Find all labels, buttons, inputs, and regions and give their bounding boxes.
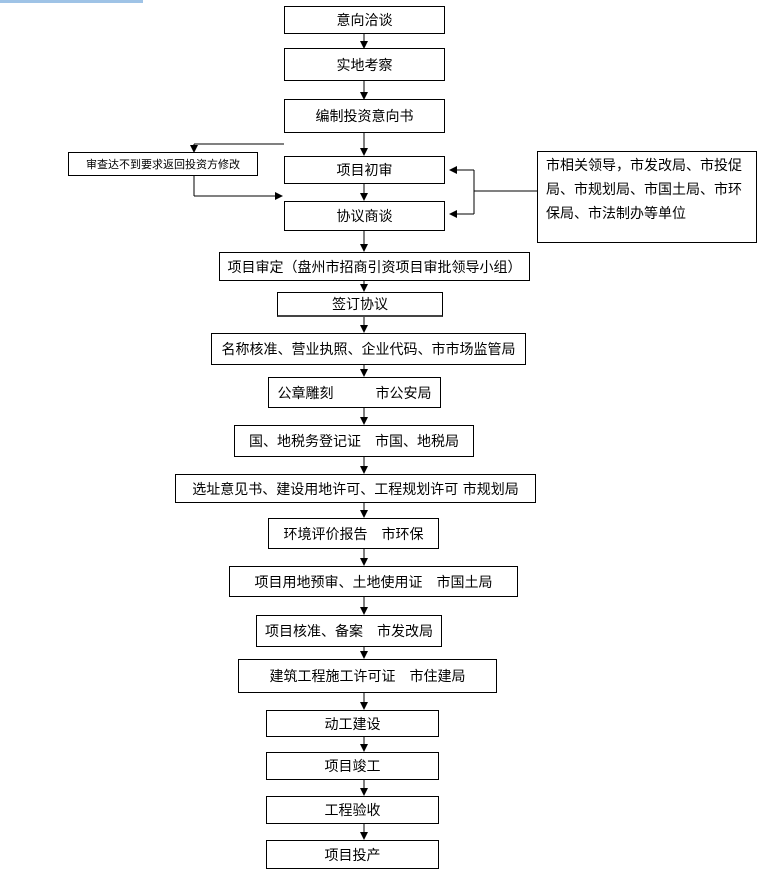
step-label: 项目用地预审、土地使用证 市国土局	[254, 574, 493, 591]
step-label: 项目竣工	[324, 759, 381, 775]
step-label: 动工建设	[324, 716, 381, 733]
step-label: 环境评价报告 市环保	[283, 526, 424, 543]
step-label: 项目投产	[324, 847, 381, 864]
step-sign-agreement: 签订协议	[277, 292, 443, 317]
step-official-seal: 公章雕刻 市公安局	[268, 377, 441, 408]
step-construction-permit: 建筑工程施工许可证 市住建局	[238, 659, 497, 693]
step-land-use-certificate: 项目用地预审、土地使用证 市国土局	[229, 566, 518, 597]
step-project-approval: 项目审定（盘州市招商引资项目审批领导小组）	[219, 252, 530, 281]
step-label: 项目审定（盘州市招商引资项目审批领导小组）	[227, 259, 522, 276]
step-label: 选址意见书、建设用地许可、工程规划许可 市规划局	[192, 481, 519, 498]
return-for-revision-label: 审查达不到要求返回投资方修改	[86, 158, 240, 171]
step-site-planning-permits: 选址意见书、建设用地许可、工程规划许可 市规划局	[175, 474, 536, 503]
step-preliminary-review: 项目初审	[284, 156, 445, 184]
step-label: 编制投资意向书	[315, 109, 414, 125]
step-label: 意向洽谈	[336, 13, 393, 29]
return-for-revision-box: 审查达不到要求返回投资方修改	[68, 152, 258, 176]
step-label: 项目核准、备案 市发改局	[265, 624, 433, 640]
step-label: 签订协议	[332, 297, 388, 313]
departments-line-3: 保局、市法制办等单位	[546, 206, 686, 222]
step-site-inspection: 实地考察	[284, 48, 445, 81]
step-label: 项目初审	[336, 163, 393, 179]
step-label: 实地考察	[336, 57, 393, 74]
step-label: 名称核准、营业执照、企业代码、市市场监管局	[221, 342, 516, 358]
step-intent-negotiation: 意向洽谈	[284, 6, 445, 34]
step-label: 协议商谈	[336, 209, 393, 225]
departments-line-1: 市相关领导，市发改局、市投促	[546, 158, 742, 174]
step-agreement-negotiation: 协议商谈	[284, 201, 445, 231]
departments-line-2: 局、市规划局、市国土局、市环	[546, 182, 742, 198]
step-acceptance-inspection: 工程验收	[266, 796, 439, 824]
step-environmental-report: 环境评价报告 市环保	[268, 518, 439, 549]
step-project-filing: 项目核准、备案 市发改局	[256, 615, 442, 647]
step-business-license: 名称核准、营业执照、企业代码、市市场监管局	[211, 333, 526, 365]
step-label: 工程验收	[324, 803, 381, 819]
step-label: 国、地税务登记证 市国、地税局	[249, 434, 459, 450]
step-project-completion: 项目竣工	[266, 752, 439, 780]
step-intent-letter: 编制投资意向书	[284, 99, 445, 133]
step-label: 建筑工程施工许可证 市住建局	[269, 669, 466, 685]
step-start-construction: 动工建设	[266, 710, 439, 737]
step-tax-registration: 国、地税务登记证 市国、地税局	[234, 425, 474, 457]
top-accent-line	[0, 0, 143, 3]
step-label: 公章雕刻 市公安局	[277, 385, 432, 402]
step-production-start: 项目投产	[266, 840, 439, 869]
involved-departments-box: 市相关领导，市发改局、市投促 局、市规划局、市国土局、市环 保局、市法制办等单位	[537, 151, 757, 243]
